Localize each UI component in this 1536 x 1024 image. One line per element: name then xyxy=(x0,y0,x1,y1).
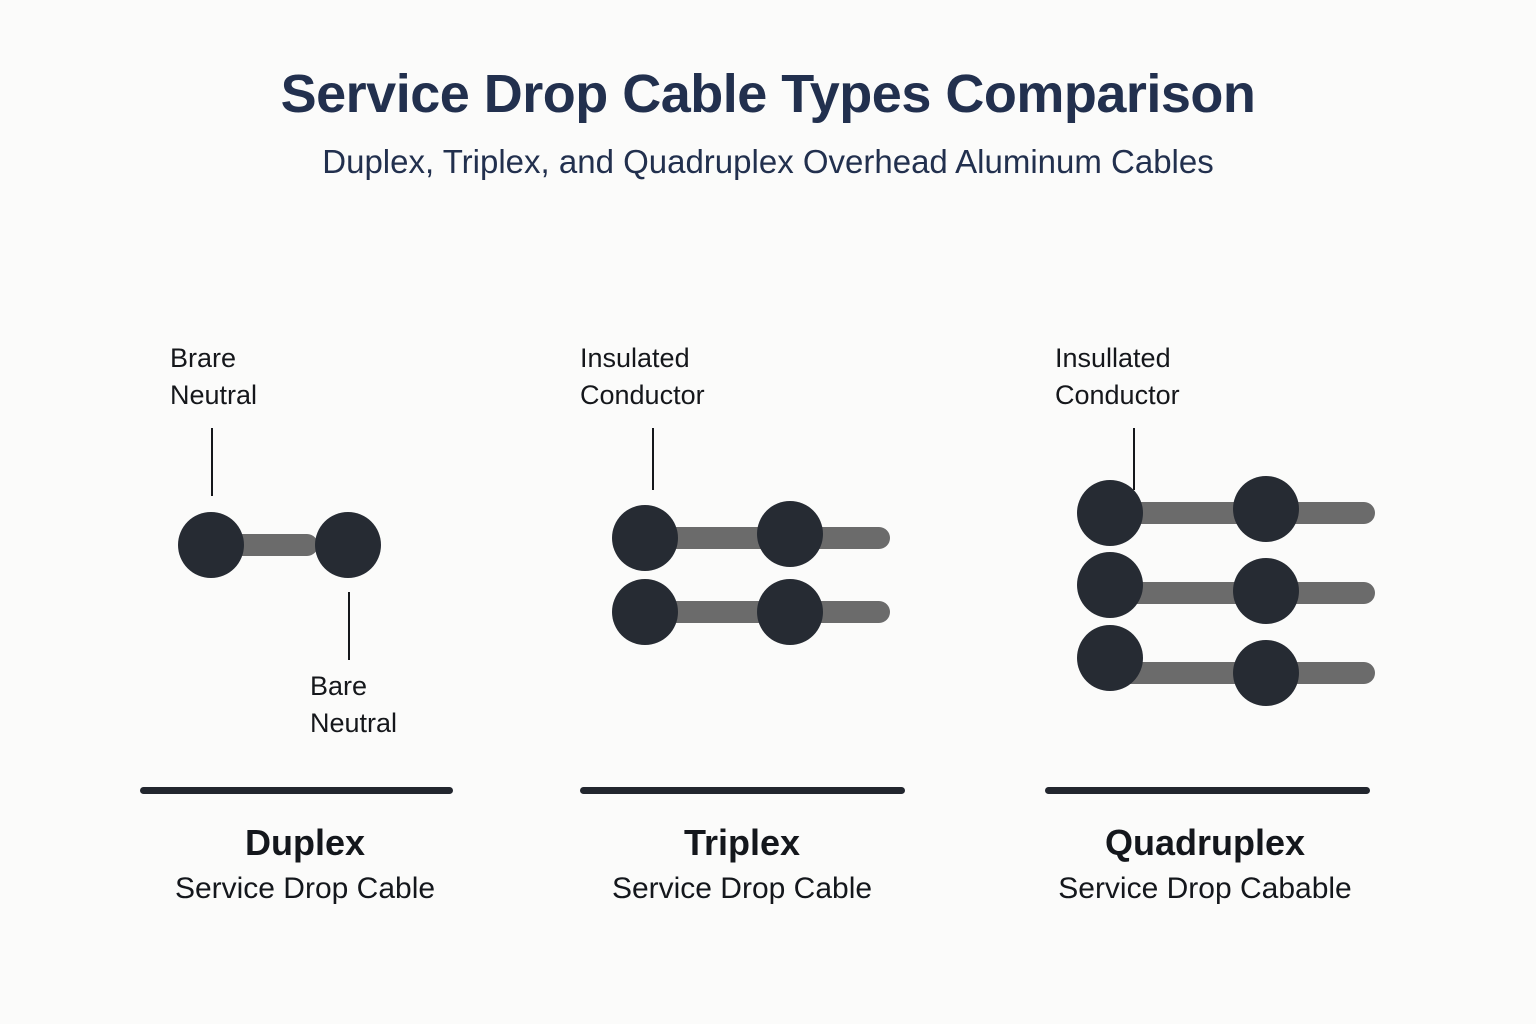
divider-triplex xyxy=(580,787,905,794)
conductor-node-quadruplex-r2-right xyxy=(1233,558,1299,624)
conductor-node-triplex-r2-right xyxy=(757,579,823,645)
callout-triplex-insulated-conductor: Insulated Conductor xyxy=(580,343,705,411)
cable-diagram-triplex xyxy=(512,300,972,800)
callout-quadruplex-insulated-conductor: Insullated Conductor xyxy=(1055,343,1180,411)
caption-quadruplex: Quadruplex Service Drop Cabable xyxy=(975,820,1435,907)
conductor-node-triplex-r1-left xyxy=(612,505,678,571)
caption-name-duplex: Duplex xyxy=(244,822,366,863)
conductor-node-duplex-bare-neutral-right xyxy=(315,512,381,578)
callout-duplex-bare-neutral-bottom: Bare Neutral xyxy=(310,671,398,739)
caption-duplex: Duplex Service Drop Cable xyxy=(75,820,535,907)
conductor-node-quadruplex-left-1 xyxy=(1077,480,1143,546)
conductor-node-quadruplex-left-2 xyxy=(1077,552,1143,618)
leader-line-duplex-bottom xyxy=(348,592,350,660)
divider-quadruplex xyxy=(1045,787,1370,794)
caption-subtitle-quadruplex: Service Drop Cabable xyxy=(1058,872,1352,905)
leader-line-quadruplex xyxy=(1133,428,1135,490)
conductor-node-duplex-bare-neutral-left xyxy=(178,512,244,578)
conductor-node-quadruplex-left-3 xyxy=(1077,625,1143,691)
callout-duplex-bare-neutral-top: Brare Neutral xyxy=(170,343,258,411)
cable-diagram-quadruplex xyxy=(975,300,1435,800)
conductor-node-triplex-r1-right xyxy=(757,501,823,567)
divider-duplex xyxy=(140,787,453,794)
cable-type-columns: Brare Neutral Bare Neutral Duplex Servic… xyxy=(0,300,1536,940)
caption-name-triplex: Triplex xyxy=(683,822,801,863)
cable-diagram-duplex xyxy=(75,300,535,800)
diagram-header: Service Drop Cable Types Comparison Dupl… xyxy=(0,0,1536,182)
caption-subtitle-triplex: Service Drop Cable xyxy=(611,872,873,905)
conductor-node-quadruplex-r1-right xyxy=(1233,476,1299,542)
cable-column-duplex: Brare Neutral Bare Neutral Duplex Servic… xyxy=(75,300,535,940)
caption-subtitle-duplex: Service Drop Cable xyxy=(174,872,436,905)
leader-line-triplex xyxy=(652,428,654,490)
caption-triplex: Triplex Service Drop Cable xyxy=(512,820,972,907)
conductor-node-quadruplex-r3-right xyxy=(1233,640,1299,706)
cable-column-quadruplex: Insullated Conductor Quadruplex Service … xyxy=(975,300,1435,940)
conductor-node-triplex-r2-left xyxy=(612,579,678,645)
page-subtitle: Duplex, Triplex, and Quadruplex Overhead… xyxy=(322,143,1214,181)
cable-column-triplex: Insulated Conductor Triplex Service Drop… xyxy=(512,300,972,940)
caption-name-quadruplex: Quadruplex xyxy=(1104,822,1306,863)
leader-line-duplex-top xyxy=(211,428,213,496)
page-title: Service Drop Cable Types Comparison xyxy=(280,64,1256,124)
